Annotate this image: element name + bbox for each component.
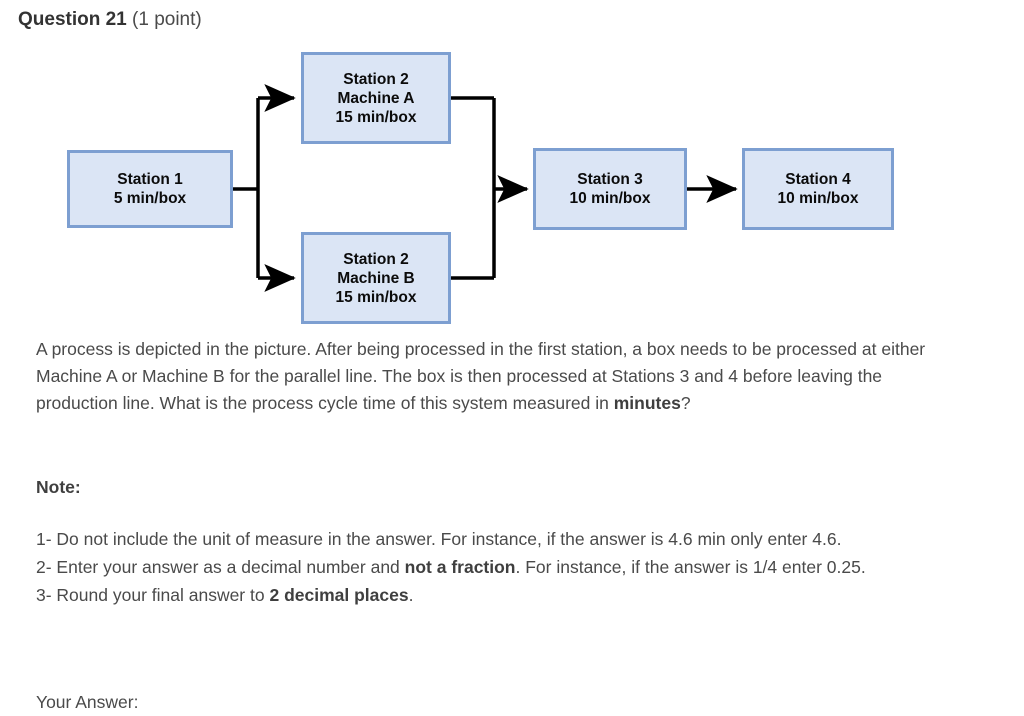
note-item: 1- Do not include the unit of measure in… — [36, 525, 931, 553]
box-line: 10 min/box — [569, 190, 651, 207]
diagram-connectors — [233, 84, 738, 292]
box-line: Machine B — [337, 269, 415, 287]
box-line: Station 4 — [785, 171, 851, 188]
box-line: 5 min/box — [113, 190, 187, 207]
box-line: Station 2 — [343, 70, 409, 88]
process-box-station-1: Station 1 5 min/box — [67, 150, 233, 228]
note-item-part1: 2- Enter your answer as a decimal number… — [36, 557, 405, 577]
box-line: Station 3 — [577, 171, 643, 188]
question-points: (1 point) — [132, 9, 202, 30]
note-item: 3- Round your final answer to 2 decimal … — [36, 581, 931, 609]
note-item-emphasis: not a fraction — [404, 557, 516, 577]
note-item: 2- Enter your answer as a decimal number… — [36, 553, 931, 581]
note-item-part1: 3- Round your final answer to — [36, 585, 270, 605]
note-item-emphasis: 2 decimal places — [269, 585, 409, 605]
question-title: Question 21 — [18, 9, 127, 30]
note-list: 1- Do not include the unit of measure in… — [36, 525, 931, 609]
note-item-part2: . For instance, if the answer is 1/4 ent… — [515, 557, 866, 577]
question-body-emphasis: minutes — [613, 393, 681, 413]
box-line: 10 min/box — [777, 190, 859, 207]
note-heading: Note: — [36, 477, 81, 497]
box-line: Station 1 — [117, 171, 183, 188]
process-flow-diagram: Station 1 5 min/box Station 2 Machine A … — [0, 40, 1024, 330]
process-box-station-2-machine-b: Station 2 Machine B 15 min/box — [301, 232, 451, 324]
process-box-station-4: Station 4 10 min/box — [742, 148, 894, 230]
box-line: 15 min/box — [335, 108, 417, 126]
question-header: Question 21 (1 point) — [18, 8, 202, 32]
note-item-part2: . — [408, 585, 414, 605]
process-box-station-3: Station 3 10 min/box — [533, 148, 687, 230]
your-answer-label: Your Answer: — [36, 692, 139, 712]
box-line: 15 min/box — [335, 288, 417, 306]
note-item-part1: 1- Do not include the unit of measure in… — [36, 529, 842, 549]
box-line: Machine A — [337, 89, 415, 107]
question-body-part2: ? — [680, 393, 691, 413]
process-box-station-2-machine-a: Station 2 Machine A 15 min/box — [301, 52, 451, 144]
question-body-part1: A process is depicted in the picture. Af… — [36, 339, 926, 413]
box-line: Station 2 — [343, 250, 409, 268]
question-body: A process is depicted in the picture. Af… — [36, 336, 931, 417]
